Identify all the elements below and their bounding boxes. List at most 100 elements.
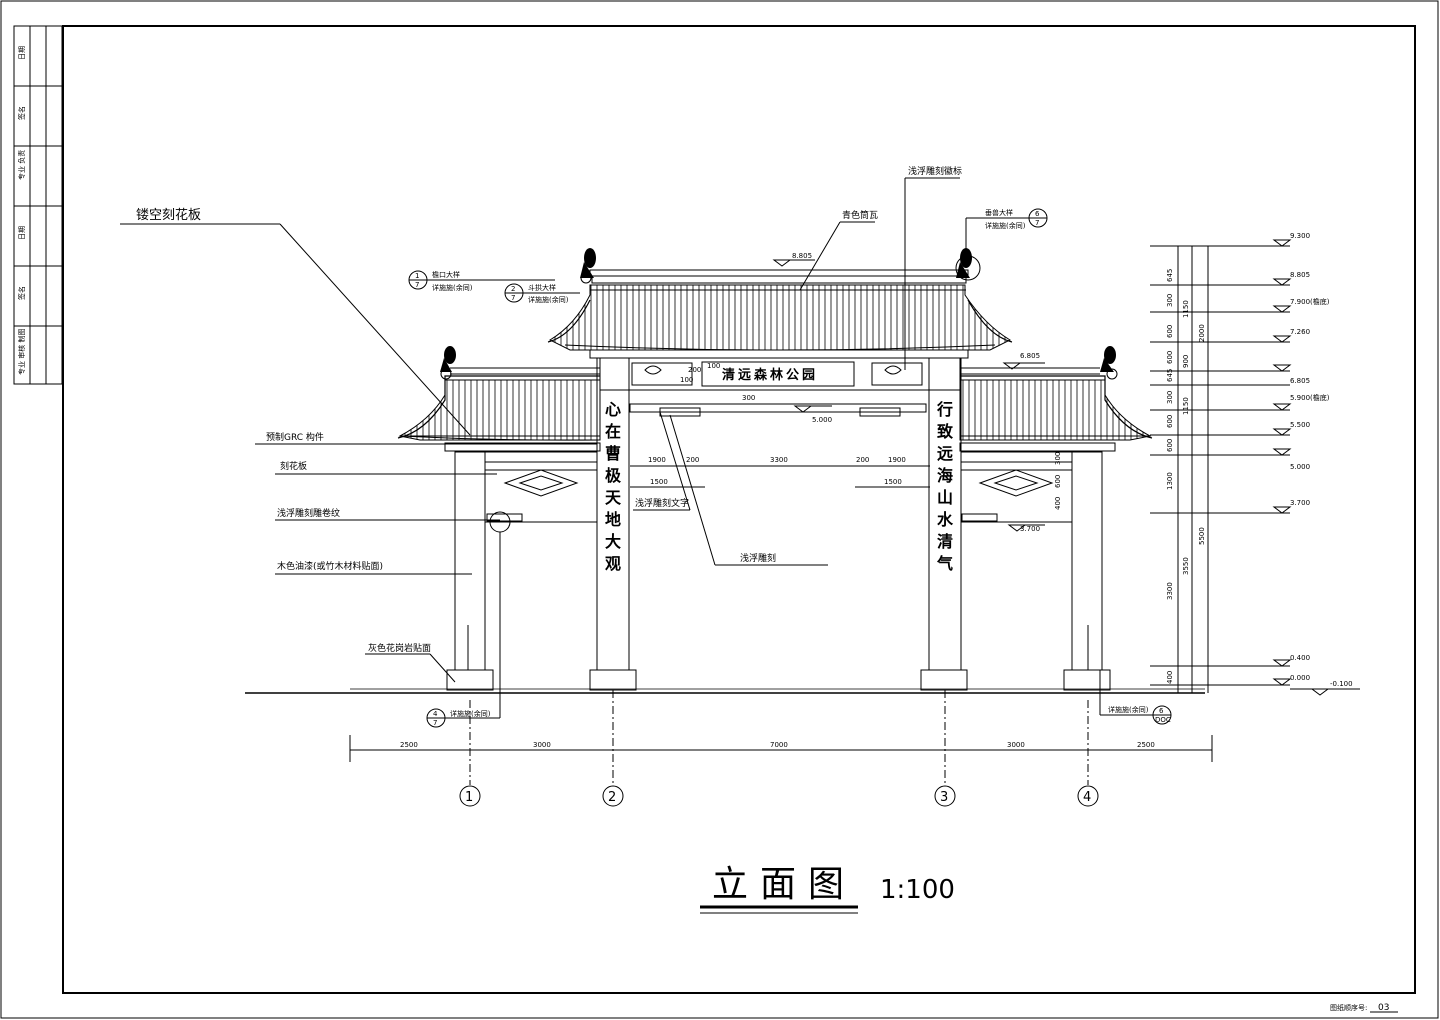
svg-text:详施施(余同): 详施施(余同): [528, 295, 569, 304]
callout-relief-text: 浅浮雕刻文字: [635, 497, 689, 509]
right-couplet-char-1: 致: [937, 422, 954, 441]
right-couplet-char-0: 行: [936, 400, 953, 419]
center-left-beast-icon: [580, 248, 596, 284]
right-couplet-char-5: 水: [937, 510, 954, 529]
dim-right-a-5: 300: [1166, 391, 1174, 404]
left-ridge-beast-icon: [440, 346, 456, 380]
dim-right-c-1: 5500: [1198, 527, 1206, 545]
dim-plaque-0: 200: [688, 366, 701, 374]
callout-granite: 灰色花岗岩贴面: [368, 642, 431, 654]
elev-scale-5: 5.900(檐底): [1290, 393, 1330, 402]
elev-scale-2: 7.900(檐底): [1290, 297, 1330, 306]
left-couplet-char-3: 极: [605, 466, 622, 485]
title-cell-sign: 签名: [17, 106, 26, 120]
right-elevation-scale: [1150, 239, 1360, 696]
callout-relief: 浅浮雕刻: [740, 552, 776, 564]
svg-text:6: 6: [1159, 707, 1164, 715]
title-block: 日期 签名 专业 负责 日期 签名 专业 审核 制图: [13, 25, 63, 385]
svg-text:2: 2: [511, 285, 515, 293]
elev-scale-0: 9.300: [1290, 232, 1310, 240]
callout-relief-scroll: 浅浮雕刻雕卷纹: [277, 507, 340, 519]
detail-bubble-6-bottom: 6 DOC 详施施(余同): [1099, 670, 1172, 725]
dim-bottom-4: 2500: [1137, 741, 1155, 749]
elev-scale-8: 3.700: [1290, 499, 1310, 507]
left-couplet-char-7: 观: [605, 554, 621, 573]
dim-inner-right-0: 200: [856, 456, 869, 464]
right-couplet-char-3: 海: [937, 466, 953, 485]
elevation-marks: [772, 259, 1045, 532]
svg-text:详施施(余同): 详施施(余同): [432, 283, 473, 292]
dim-right-a-6: 600: [1166, 415, 1174, 428]
axis-bubble-1: 1: [459, 785, 481, 807]
svg-text:详施施(余同): 详施施(余同): [985, 221, 1026, 230]
dim-bottom-1: 3000: [533, 741, 551, 749]
svg-text:6: 6: [1035, 210, 1040, 218]
svg-text:3: 3: [940, 790, 948, 805]
dim-right-c-0: 2000: [1198, 324, 1206, 342]
dim-right-a-0: 645: [1166, 269, 1174, 282]
callout-wood-paint: 木色油漆(或竹木材料贴面): [277, 560, 383, 572]
dim-right-a-11: 400: [1166, 671, 1174, 684]
svg-text:7: 7: [415, 281, 419, 289]
dim-bottom-0: 2500: [400, 741, 418, 749]
dim-right-b-0: 1150: [1182, 300, 1190, 318]
title-cell-date2: 日期: [18, 226, 26, 240]
dim-inner-right-1: 1900: [888, 456, 906, 464]
dim-col-small-1: 600: [1054, 475, 1062, 488]
svg-text:DOC: DOC: [1155, 716, 1171, 724]
elev-scale-11: -0.100: [1330, 680, 1353, 688]
elev-scale-4: 6.805: [1290, 377, 1310, 385]
elev-ridge-top: 8.805: [792, 252, 812, 260]
dim-inner-center: 3300: [770, 456, 788, 464]
drawing-frame: [62, 25, 1416, 994]
left-side-roof: [397, 367, 601, 452]
svg-text:檐口大样: 檐口大样: [432, 270, 460, 279]
svg-text:4: 4: [433, 710, 438, 718]
callout-grc: 预制GRC 构件: [266, 431, 324, 443]
title-cell-sign2: 签名: [17, 286, 26, 300]
callout-carved-panel: 刻花板: [280, 460, 307, 472]
dim-plaque-3: 300: [742, 394, 755, 402]
dim-inner-left-2: 200: [686, 456, 699, 464]
dim-right-b-2: 1150: [1182, 397, 1190, 415]
dim-right-a-10: 3300: [1166, 582, 1174, 600]
svg-text:2: 2: [608, 790, 616, 805]
callout-roof-tile: 青色筒瓦: [842, 209, 878, 221]
drawing-scale: 1:100: [880, 875, 955, 905]
drawing-title: 立面图: [712, 864, 856, 905]
detail-bubble-1: 1 7 檐口大样 详施施(余同): [408, 270, 555, 292]
axis-bubble-2: 2: [602, 785, 624, 807]
left-couplet-char-2: 曹: [605, 444, 621, 463]
elev-side-ridge: 6.805: [1020, 352, 1040, 360]
dim-plaque-2: 100: [680, 376, 693, 384]
dim-inner-left-0: 1900: [648, 456, 666, 464]
elev-scale-10: 0.000: [1290, 674, 1310, 682]
left-callouts: [120, 223, 597, 683]
left-couplet-char-5: 地: [605, 510, 621, 529]
sheet-number: 03: [1378, 1003, 1389, 1013]
callout-relief-logo: 浅浮雕刻徽标: [908, 165, 962, 177]
detail-bubble-6-top: 6 7 垂兽大样 详施施(余同): [965, 208, 1048, 256]
dim-bottom-3: 3000: [1007, 741, 1025, 749]
columns: [446, 357, 1111, 691]
svg-text:详施施(余同): 详施施(余同): [450, 709, 491, 718]
dim-right-a-9: 1300: [1166, 472, 1174, 490]
svg-text:斗拱大样: 斗拱大样: [528, 283, 556, 292]
dim-bottom-2: 7000: [770, 741, 788, 749]
right-couplet-char-6: 清: [937, 532, 953, 551]
center-right-beast-icon: [955, 248, 981, 281]
right-couplet-char-2: 远: [937, 444, 953, 463]
plaque-park-name: 清远森林公园: [722, 367, 818, 383]
detail-bubble-4: 4 7 详施施(余同): [426, 532, 501, 728]
elev-scale-1: 8.805: [1290, 271, 1310, 279]
elev-beam: 5.000: [812, 416, 832, 424]
svg-text:1: 1: [465, 790, 473, 805]
svg-text:1: 1: [415, 272, 419, 280]
right-side-roof: [959, 367, 1153, 452]
elev-scale-6: 5.500: [1290, 421, 1310, 429]
left-couplet-char-0: 心: [605, 400, 621, 419]
callout-openwork-panel: 镂空刻花板: [136, 207, 201, 223]
axis-bubble-4: 4: [1077, 785, 1099, 807]
svg-text:7: 7: [433, 719, 437, 727]
